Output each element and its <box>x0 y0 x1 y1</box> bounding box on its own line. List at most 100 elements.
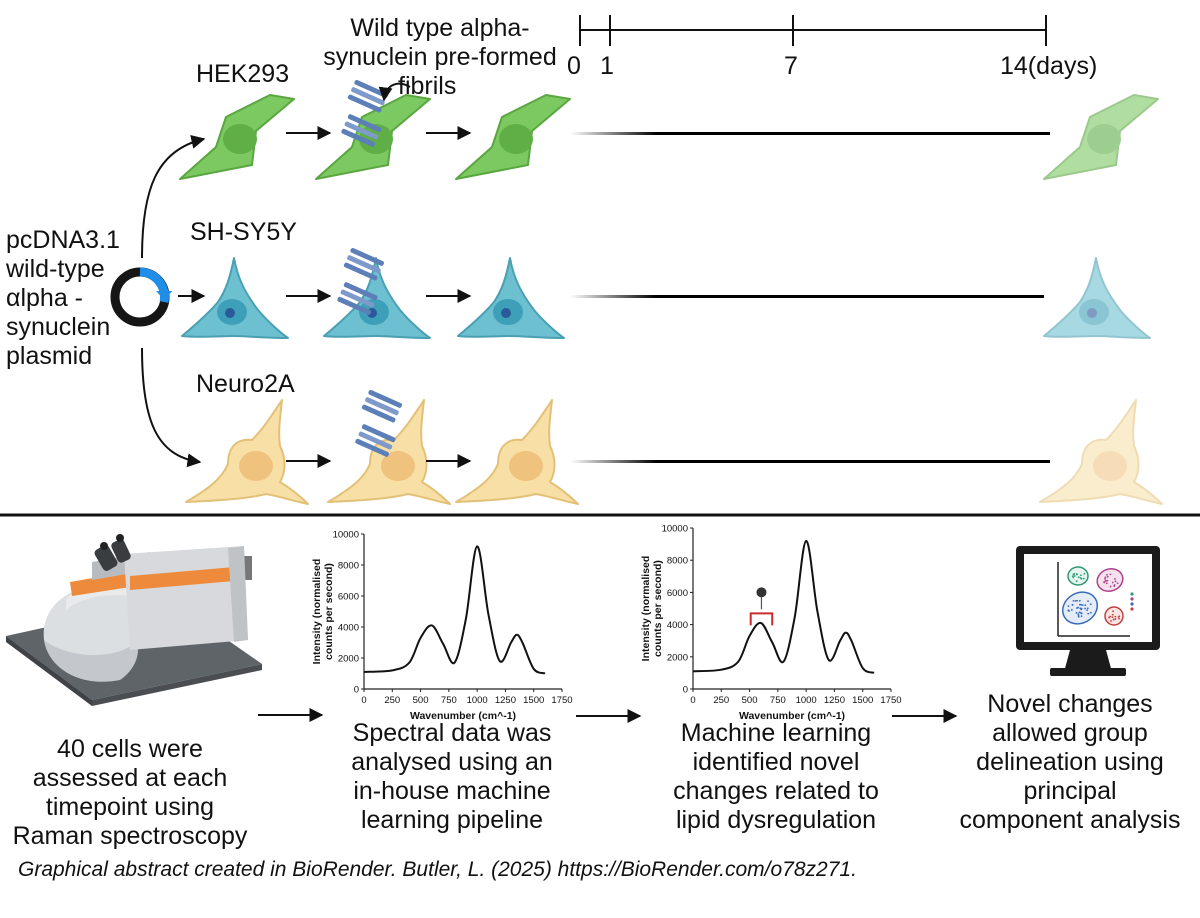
row-shsy5y <box>181 247 1151 339</box>
pca-point <box>1106 573 1108 576</box>
pca-point <box>1112 618 1115 621</box>
pca-point <box>1077 613 1080 616</box>
row-hek293 <box>179 79 1159 180</box>
pca-point <box>1086 607 1089 610</box>
x-tick-label: 750 <box>441 695 457 706</box>
plasmid-label-line: pcDNA3.1 <box>6 226 120 254</box>
x-tick-label: 750 <box>770 695 786 706</box>
timeline-tick-label: 7 <box>784 52 798 80</box>
pca-point <box>1081 604 1084 607</box>
y-tick-label: 10000 <box>333 530 359 541</box>
pca-point <box>1113 584 1116 586</box>
y-tick-label: 0 <box>354 685 359 696</box>
x-tick-label: 0 <box>361 695 366 706</box>
cell-line-label-hek293: HEK293 <box>196 60 290 88</box>
timeline-tick-label: 14(days) <box>1000 52 1098 80</box>
pca-point <box>1067 609 1070 612</box>
pca-point <box>1087 612 1090 615</box>
y-axis-label: Intensity (normalisedcounts per second) <box>311 559 335 665</box>
pca-point <box>1106 575 1109 578</box>
x-tick-label: 500 <box>742 695 758 706</box>
plasmid-label-line: αlpha - <box>6 284 83 312</box>
pca-point <box>1078 611 1081 614</box>
step-caption-ml: Machine learning identified novel change… <box>673 719 879 834</box>
pca-point <box>1077 615 1080 618</box>
pca-point <box>1111 613 1114 616</box>
pca-point <box>1075 572 1078 575</box>
y-tick-label: 8000 <box>338 561 359 572</box>
y-tick-label: 2000 <box>667 652 688 663</box>
neuro2a-cell-icon <box>455 399 579 505</box>
step-caption-pca: Novel changes allowed group delineation … <box>959 690 1181 834</box>
pca-point <box>1084 604 1087 607</box>
pca-point <box>1067 605 1070 608</box>
fibril-label-line: Wild type alpha- <box>350 14 530 42</box>
x-tick-label: 1000 <box>796 695 817 706</box>
pca-point <box>1105 582 1108 585</box>
pca-point <box>1104 579 1107 582</box>
y-axis-label: Intensity (normalisedcounts per second) <box>640 556 664 662</box>
timeline-tick-label: 1 <box>600 52 614 80</box>
pca-point <box>1106 579 1109 582</box>
pca-point <box>1080 615 1083 618</box>
branch-arrows <box>141 135 206 468</box>
y-tick-label: 4000 <box>338 623 359 634</box>
x-axis-label: Wavenumber (cm^-1) <box>410 710 516 722</box>
pca-point <box>1077 576 1080 579</box>
pca-point <box>1104 577 1106 580</box>
x-tick-label: 250 <box>384 695 400 706</box>
pca-point <box>1111 581 1114 584</box>
pca-point <box>1087 600 1089 603</box>
y-tick-label: 8000 <box>667 556 688 567</box>
raman-spectrometer-icon <box>6 534 262 706</box>
pca-point <box>1075 580 1078 583</box>
pca-point <box>1080 574 1082 577</box>
pca-point <box>1072 576 1075 579</box>
pca-point <box>1072 600 1075 602</box>
hek293-cell-icon <box>179 94 295 180</box>
pca-point <box>1112 610 1114 613</box>
pca-monitor-icon <box>1016 546 1160 676</box>
pca-point <box>1079 607 1082 610</box>
pca-point <box>1109 573 1112 576</box>
step-caption-raman: 40 cells were assessed at each timepoint… <box>12 735 248 850</box>
pca-point <box>1086 609 1089 612</box>
y-tick-label: 6000 <box>338 592 359 603</box>
x-tick-label: 1250 <box>824 695 845 706</box>
pca-point <box>1080 603 1083 606</box>
pca-point <box>1108 616 1110 619</box>
pca-point <box>1090 611 1092 614</box>
lipid-marker-icon <box>756 587 767 598</box>
pca-point <box>1114 580 1117 583</box>
plasmid-label-line: plasmid <box>6 342 93 370</box>
pca-point <box>1076 599 1079 602</box>
spectrum-line <box>363 545 546 675</box>
pca-point <box>1082 577 1085 580</box>
pca-point <box>1089 603 1092 606</box>
plasmid-icon <box>110 267 172 327</box>
fibril-label-line: fibrils <box>398 72 457 100</box>
timeline <box>579 15 1047 46</box>
pca-point <box>1114 618 1117 620</box>
y-tick-label: 0 <box>683 685 688 696</box>
x-tick-label: 1250 <box>495 695 516 706</box>
fibril-pointer-arrow <box>378 82 411 102</box>
pca-point <box>1070 608 1073 611</box>
pca-point <box>1079 611 1082 614</box>
x-axis-label: Wavenumber (cm^-1) <box>739 710 845 722</box>
pca-point <box>1080 577 1083 580</box>
neuro2a-cell-day14-icon <box>1039 399 1163 505</box>
pca-point <box>1104 576 1107 579</box>
pca-point <box>1078 603 1081 606</box>
pca-point <box>1111 616 1114 619</box>
plasmid-label-line: wild-type <box>6 255 105 283</box>
y-tick-label: 4000 <box>667 620 688 631</box>
hek293-cell-icon <box>455 94 571 180</box>
hek293-cell-day14-icon <box>1043 94 1159 180</box>
x-tick-label: 0 <box>690 695 695 706</box>
x-tick-label: 250 <box>713 695 729 706</box>
x-tick-label: 1750 <box>551 695 572 706</box>
pca-point <box>1084 607 1086 610</box>
